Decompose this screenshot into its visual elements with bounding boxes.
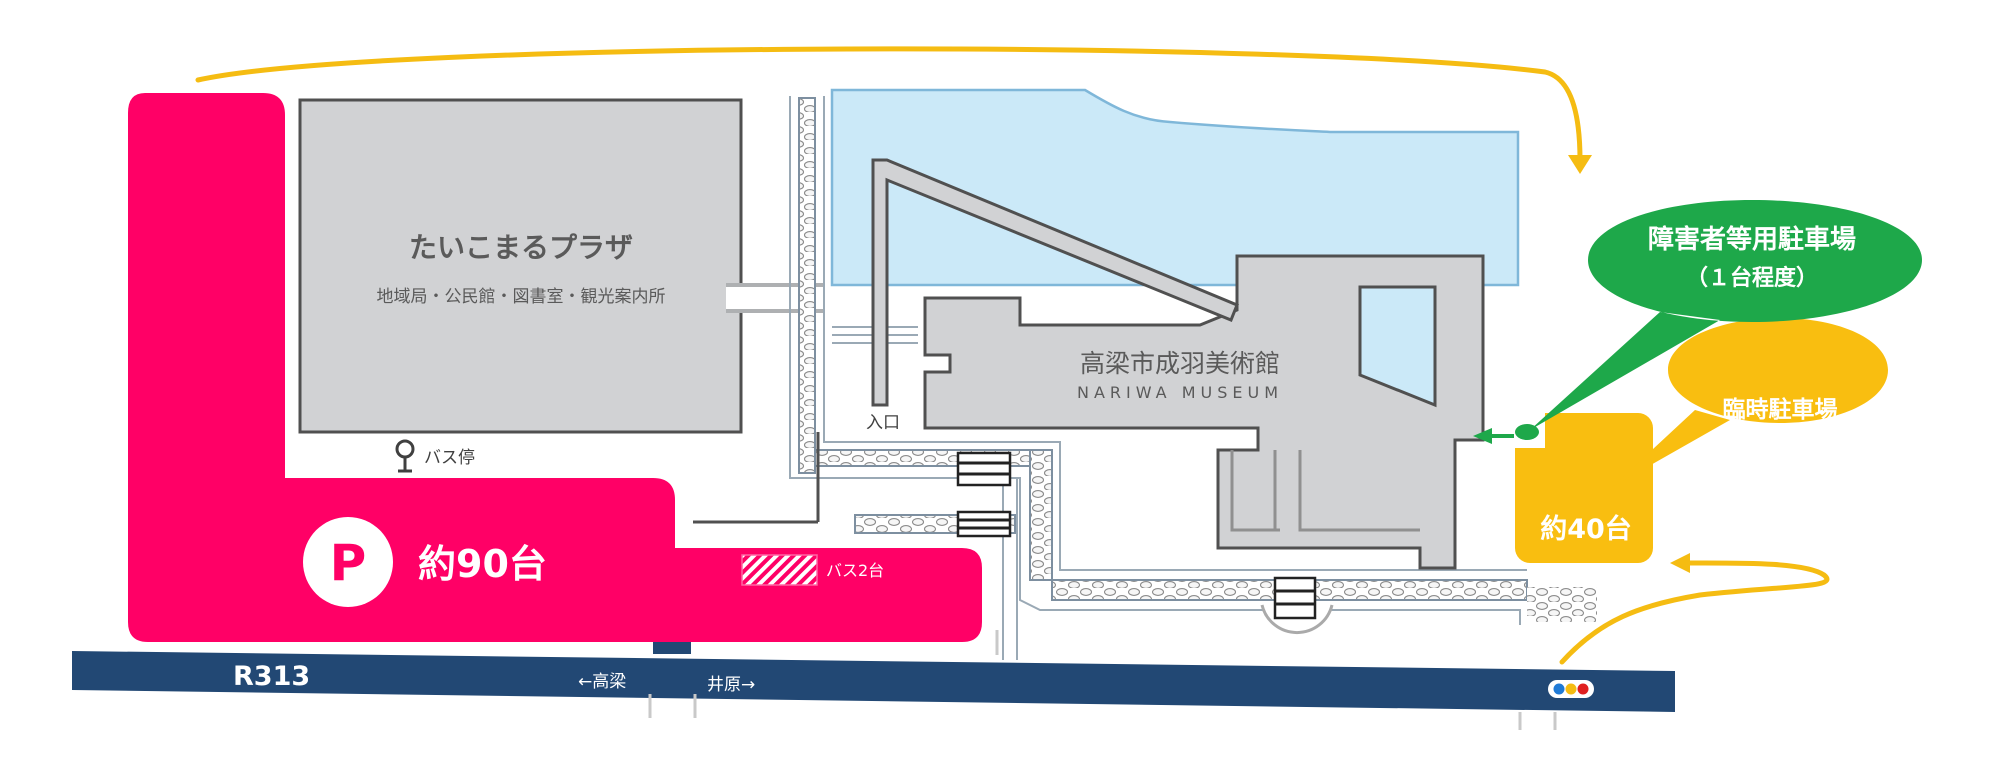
accessible-parking-spot (1515, 424, 1539, 440)
parking-p-icon (303, 517, 393, 607)
temporary-parking-area (1515, 413, 1653, 563)
arrow-left-icon (1473, 428, 1492, 444)
access-route-arrow-bottom (1559, 560, 1830, 665)
path-edge-lines (789, 96, 1527, 660)
bus-stop-icon (395, 439, 415, 473)
temp-parking-label: 臨時駐車場 (1723, 396, 1838, 423)
road-side-lines (648, 630, 1557, 730)
walkway-lines (693, 432, 820, 524)
museum-entrance-label: 入口 (866, 413, 900, 433)
arrow-head-down-icon (1568, 155, 1592, 174)
accessible-parking-label: 障害者等用駐車場 (1648, 224, 1856, 255)
road-name: R313 (233, 661, 310, 692)
museum-glass-window (1358, 285, 1437, 408)
taikomaru-plaza-building (298, 98, 743, 434)
museum-wing (871, 158, 1239, 407)
museum-name-ja: 高梁市成羽美術館 (1080, 349, 1280, 378)
bus-parking-capacity: バス2台 (826, 561, 884, 580)
crosswalk-icon (1260, 576, 1334, 635)
main-parking-capacity: 約90台 (418, 542, 547, 586)
arrow-head-left-icon (1670, 553, 1690, 573)
plaza-facilities: 地域局・公民館・図書室・観光案内所 (377, 287, 666, 307)
museum-inner-lines (1230, 450, 1420, 532)
bus-parking-space (741, 554, 818, 586)
bus-stop-label: バス停 (424, 448, 475, 468)
road-r313 (72, 651, 1675, 712)
road-to-ibara: 井原→ (707, 675, 755, 695)
museum-name-en: NARIWA MUSEUM (1077, 383, 1283, 402)
temp-parking-capacity: 約40台 (1540, 513, 1632, 545)
temp-parking-callout (1612, 318, 1888, 487)
crosswalk-icon (956, 510, 1012, 538)
plaza-name: たいこまるプラザ (409, 231, 633, 264)
main-parking-area (128, 93, 982, 642)
parking-symbol: P (330, 534, 367, 592)
road-to-takahashi: ←高梁 (578, 672, 626, 692)
traffic-light-icon (1548, 680, 1594, 698)
access-route-arrow-top (195, 46, 1583, 163)
road-entrance-gap (653, 642, 691, 654)
pond (830, 88, 1520, 287)
museum-building (923, 254, 1485, 570)
accessible-parking-note: （１台程度） (1686, 265, 1818, 291)
crosswalk-icon (956, 451, 1012, 487)
accessible-parking-callout (1530, 200, 1922, 430)
